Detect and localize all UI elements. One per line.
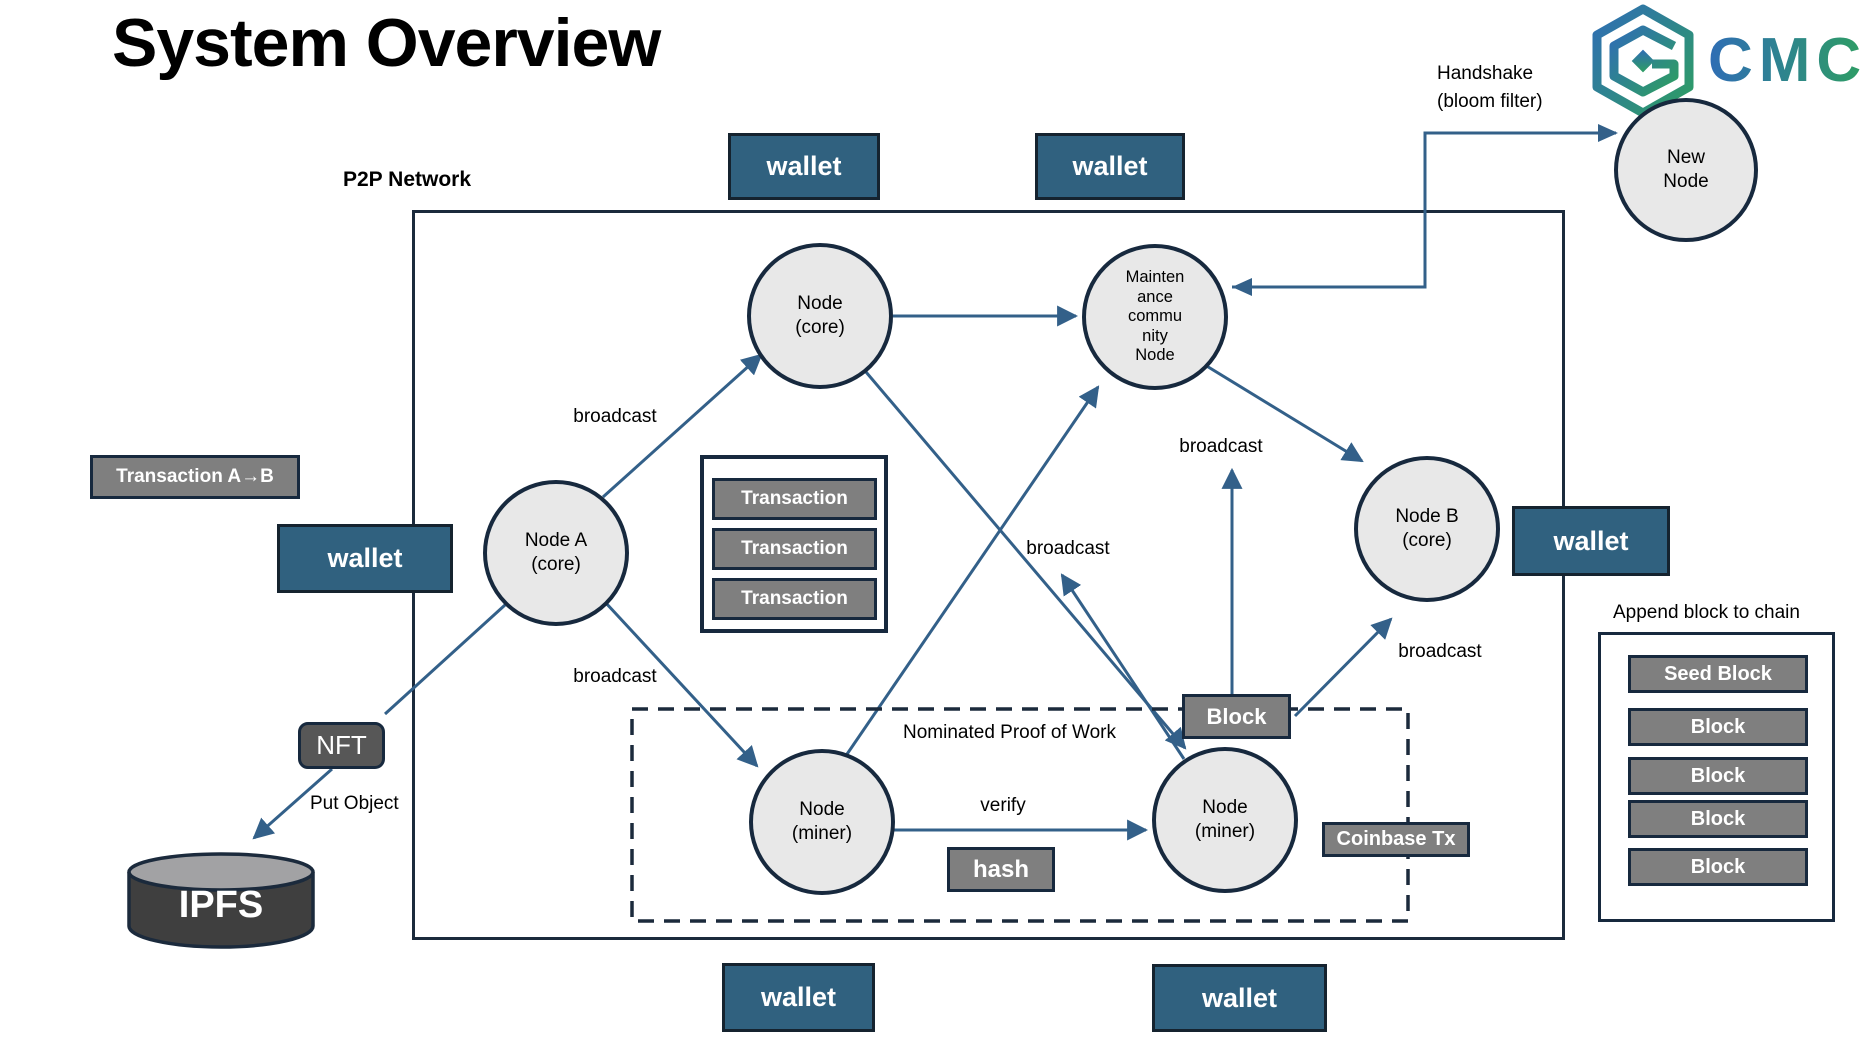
miner-left-line2: (miner): [791, 823, 853, 844]
wallet-bottom-right: wallet: [1152, 964, 1327, 1032]
node-core-line1: Node: [797, 293, 843, 315]
ipfs-cylinder: [127, 852, 315, 949]
node-a-line2: (core): [531, 554, 581, 575]
miner-right-line2: (miner): [1194, 821, 1256, 842]
chain-block-seed: Seed Block: [1628, 655, 1808, 693]
hash-label: hash: [972, 855, 1029, 883]
hash-box: hash: [947, 847, 1055, 892]
node-core-circle: Node (core): [747, 243, 893, 389]
chain-block-1: Block: [1628, 708, 1808, 746]
broadcast-label-block-up: broadcast: [1179, 436, 1263, 457]
wallet-right: wallet: [1512, 506, 1670, 576]
maintenance-node-circle: Mainten ance commu nity Node: [1082, 244, 1228, 390]
maintenance-line3: commu: [1127, 307, 1183, 326]
new-node-line2: Node: [1663, 171, 1709, 192]
append-block-title: Append block to chain: [1613, 602, 1800, 623]
broadcast-label-nodeA-core: broadcast: [573, 406, 657, 427]
chain-block-4: Block: [1628, 848, 1808, 886]
broadcast-label-nodeA-miner: broadcast: [573, 666, 657, 687]
miner-left-line1: Node: [799, 799, 845, 821]
chain-block-label: Block: [1690, 715, 1746, 738]
wallet-bottom-left: wallet: [722, 963, 875, 1032]
handshake-arrowhead-right: [1598, 124, 1618, 142]
p2p-network-label: P2P Network: [343, 168, 471, 191]
arrow-maintenance-to-nodeB: [1204, 363, 1364, 463]
transaction-ab-label: Transaction A→B: [116, 466, 274, 487]
wallet-label: wallet: [1553, 525, 1629, 556]
transaction-label: Transaction: [741, 538, 848, 559]
block-box: Block: [1182, 694, 1291, 739]
ipfs-label: IPFS: [178, 884, 264, 926]
arrow-nodeCore-to-minerRight: [864, 371, 1187, 750]
wallet-left: wallet: [277, 524, 453, 593]
line-nodeA-to-nft: [383, 603, 507, 716]
miner-right-line1: Node: [1202, 797, 1248, 819]
handshake-label: Handshake (bloom filter): [1437, 60, 1543, 115]
nft-box: NFT: [298, 722, 385, 769]
transaction-ab-box: Transaction A→B: [90, 455, 300, 499]
broadcast-label-miner-right: broadcast: [1026, 538, 1110, 559]
nft-label: NFT: [316, 730, 367, 760]
arrow-nodeA-to-nodeCore: [601, 353, 763, 499]
block-label: Block: [1206, 703, 1267, 729]
transaction-label: Transaction: [741, 488, 848, 509]
transaction-box-3: Transaction: [712, 578, 877, 620]
seed-block-label: Seed Block: [1664, 662, 1772, 685]
coinbase-tx-box: Coinbase Tx: [1322, 822, 1470, 857]
cmc-logo-center-diamond: [1631, 49, 1655, 73]
chain-block-label: Block: [1690, 855, 1746, 878]
chain-block-2: Block: [1628, 757, 1808, 795]
arrow-nft-to-ipfs: [252, 767, 333, 840]
put-object-label: Put Object: [310, 793, 399, 814]
npow-label: Nominated Proof of Work: [903, 722, 1116, 743]
handshake-label-line1: Handshake: [1437, 63, 1534, 84]
node-miner-left-circle: Node (miner): [749, 749, 895, 895]
broadcast-label-block-nodeB: broadcast: [1398, 641, 1482, 662]
chain-block-label: Block: [1690, 807, 1746, 830]
chain-block-label: Block: [1690, 764, 1746, 787]
wallet-top-right: wallet: [1035, 133, 1185, 200]
wallet-label: wallet: [1201, 982, 1278, 1013]
node-a-circle: Node A (core): [483, 480, 629, 626]
cmc-logo-wordmark: CMC: [1708, 26, 1867, 95]
verify-label: verify: [980, 795, 1026, 816]
chain-block-3: Block: [1628, 800, 1808, 838]
wallet-label: wallet: [327, 543, 403, 573]
maintenance-line2: ance: [1137, 287, 1173, 306]
maintenance-line5: Node: [1135, 346, 1175, 365]
arrow-block-to-nodeB: [1293, 617, 1393, 718]
page-title: System Overview: [112, 5, 661, 81]
coinbase-tx-label: Coinbase Tx: [1336, 828, 1456, 850]
arrow-minerLeft-to-maintenance: [841, 385, 1100, 761]
cmc-logo: CMC: [1592, 4, 1867, 118]
node-b-circle: Node B (core): [1354, 456, 1500, 602]
wallet-label: wallet: [766, 151, 842, 181]
wallet-label: wallet: [760, 982, 837, 1012]
transaction-box-2: Transaction: [712, 528, 877, 570]
wallet-label: wallet: [1072, 151, 1148, 181]
maintenance-line4: nity: [1142, 326, 1168, 345]
arrow-minerRight-broadcast: [1060, 573, 1186, 760]
node-b-line2: (core): [1402, 530, 1452, 551]
arrow-nodeA-to-minerLeft: [603, 600, 759, 768]
node-b-line1: Node B: [1395, 506, 1459, 528]
node-a-line1: Node A: [524, 530, 588, 552]
transaction-label: Transaction: [741, 588, 848, 609]
new-node-line1: New: [1666, 147, 1705, 169]
transaction-box-1: Transaction: [712, 478, 877, 520]
node-miner-right-circle: Node (miner): [1152, 747, 1298, 893]
node-core-line2: (core): [795, 317, 845, 338]
handshake-label-line2: (bloom filter): [1437, 90, 1543, 112]
wallet-top-left: wallet: [728, 133, 880, 200]
new-node-circle: New Node: [1614, 98, 1758, 242]
maintenance-line1: Mainten: [1125, 268, 1185, 287]
handshake-arrowhead-left: [1232, 278, 1252, 296]
handshake-connector: [1232, 131, 1616, 289]
